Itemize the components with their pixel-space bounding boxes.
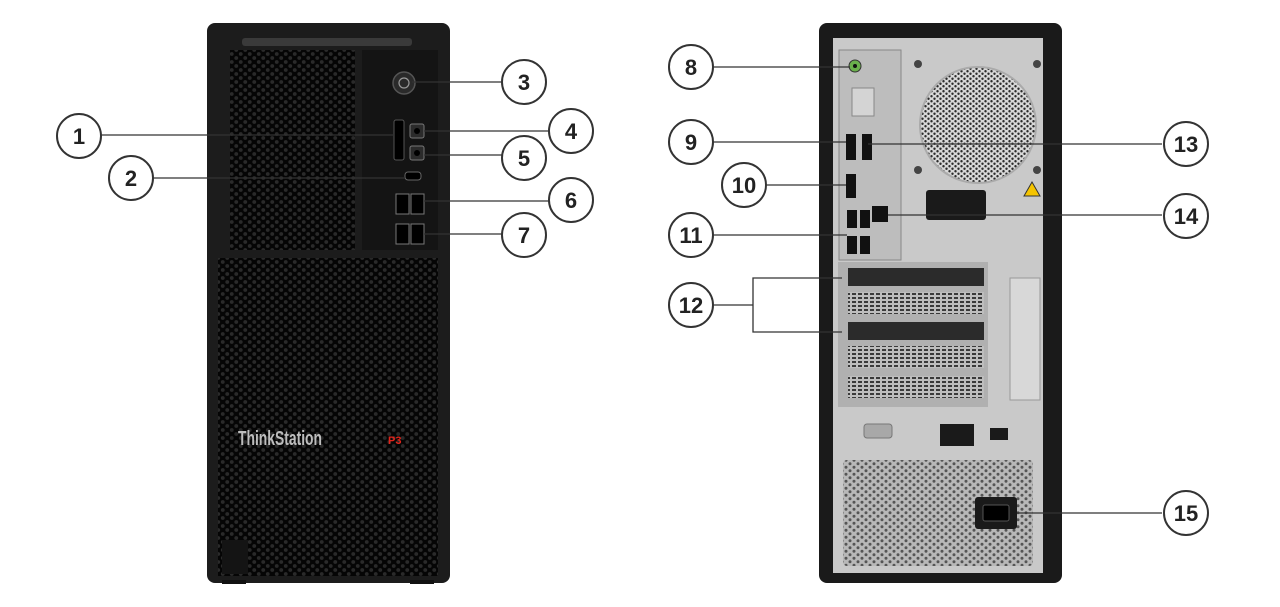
foot-right [410, 580, 434, 584]
callout-12: 12 [668, 282, 714, 328]
usb-a-port-2 [410, 193, 425, 215]
front-top-bezel [242, 38, 412, 46]
ethernet-port [872, 206, 888, 222]
fan-screw-bl [914, 166, 922, 174]
callout-6-label: 6 [565, 188, 577, 213]
upper-vent-left [230, 50, 355, 250]
serial-port-cover [863, 423, 893, 439]
rear-audio-jack-hole [853, 64, 857, 68]
slot-vent-2 [848, 346, 984, 368]
rear-usb-3 [847, 236, 857, 254]
callout-12-label: 12 [679, 293, 703, 318]
power-inlet-socket [982, 504, 1010, 522]
gpu-bracket-2 [848, 322, 984, 340]
security-lock-block [926, 190, 986, 220]
bottom-badge-plate [222, 540, 248, 574]
callout-1: 1 [56, 113, 102, 159]
callout-3-label: 3 [518, 70, 530, 95]
callout-14-circle [1163, 193, 1209, 239]
slot-vent-1 [848, 292, 984, 314]
rear-connector-block [940, 424, 974, 446]
usb-c-port [404, 171, 422, 181]
callout-13-circle [1163, 121, 1209, 167]
callout-7-circle [501, 212, 547, 258]
leader-lines [101, 66, 1162, 514]
foot-left [222, 580, 246, 584]
displayport-1 [862, 134, 872, 160]
callout-1-label: 1 [73, 124, 85, 149]
callout-13-label: 13 [1174, 132, 1198, 157]
callout-11-circle [668, 212, 714, 258]
callout-12-circle [668, 282, 714, 328]
callout-3-circle [501, 59, 547, 105]
callout-8: 8 [668, 44, 714, 90]
displayport-2 [846, 174, 856, 198]
callout-2-circle [108, 155, 154, 201]
gpu-bracket-1 [848, 268, 984, 286]
callout-6: 6 [548, 177, 594, 223]
warning-triangle-icon [1023, 180, 1041, 197]
callout-2: 2 [108, 155, 154, 201]
cover-latch [851, 87, 875, 117]
slot-vent-3 [848, 376, 984, 398]
callout-7-label: 7 [518, 223, 530, 248]
callout-4-circle [548, 108, 594, 154]
callout-15: 15 [1163, 490, 1209, 536]
callout-10-label: 10 [732, 173, 756, 198]
power-icon [398, 77, 410, 89]
callout-4-label: 4 [565, 119, 578, 144]
callout-13: 13 [1163, 121, 1209, 167]
rear-usb-1 [847, 210, 857, 228]
callout-9-circle [668, 119, 714, 165]
callout-8-circle [668, 44, 714, 90]
usb-a-port-4 [410, 223, 425, 245]
brand-wordmark: ThinkStation [238, 428, 322, 450]
side-handle [1009, 277, 1041, 401]
callout-11: 11 [668, 212, 714, 258]
rear-fan-grille [919, 66, 1037, 184]
callout-4: 4 [548, 108, 594, 154]
rear-switch [990, 428, 1008, 440]
callout-15-label: 15 [1174, 501, 1198, 526]
callout-8-label: 8 [685, 55, 697, 80]
rear-usb-2 [860, 210, 870, 228]
power-button [392, 71, 416, 95]
callout-15-circle [1163, 490, 1209, 536]
lower-vent [218, 258, 438, 576]
fan-screw-tr [1033, 60, 1041, 68]
callout-7: 7 [501, 212, 547, 258]
callout-5-label: 5 [518, 146, 530, 171]
callout-1-circle [56, 113, 102, 159]
psu-vent [843, 460, 1033, 566]
usb-a-port-3 [395, 223, 410, 245]
callout-6-circle [548, 177, 594, 223]
fan-screw-tl [914, 60, 922, 68]
callout-11-label: 11 [679, 223, 702, 248]
callout-14-label: 14 [1174, 204, 1199, 229]
callout-9-label: 9 [685, 130, 697, 155]
callout-9: 9 [668, 119, 714, 165]
audio-jack-headset-hole [414, 128, 420, 134]
callout-5-circle [501, 135, 547, 181]
audio-jack-mic-hole [414, 150, 420, 156]
front-chassis: ThinkStation P3 [207, 23, 450, 584]
rear-chassis [819, 23, 1062, 583]
callout-2-label: 2 [125, 166, 137, 191]
callout-5: 5 [501, 135, 547, 181]
model-badge: P3 [388, 435, 401, 447]
usb-a-port-1 [395, 193, 410, 215]
callouts: 1 2 3 4 5 6 7 8 [56, 44, 1209, 536]
rear-usb-4 [860, 236, 870, 254]
callout-10-circle [721, 162, 767, 208]
callout-3: 3 [501, 59, 547, 105]
hdmi-port [846, 134, 856, 160]
card-reader-slot [393, 119, 405, 161]
callout-10: 10 [721, 162, 767, 208]
fan-screw-br [1033, 166, 1041, 174]
callout-14: 14 [1163, 193, 1209, 239]
